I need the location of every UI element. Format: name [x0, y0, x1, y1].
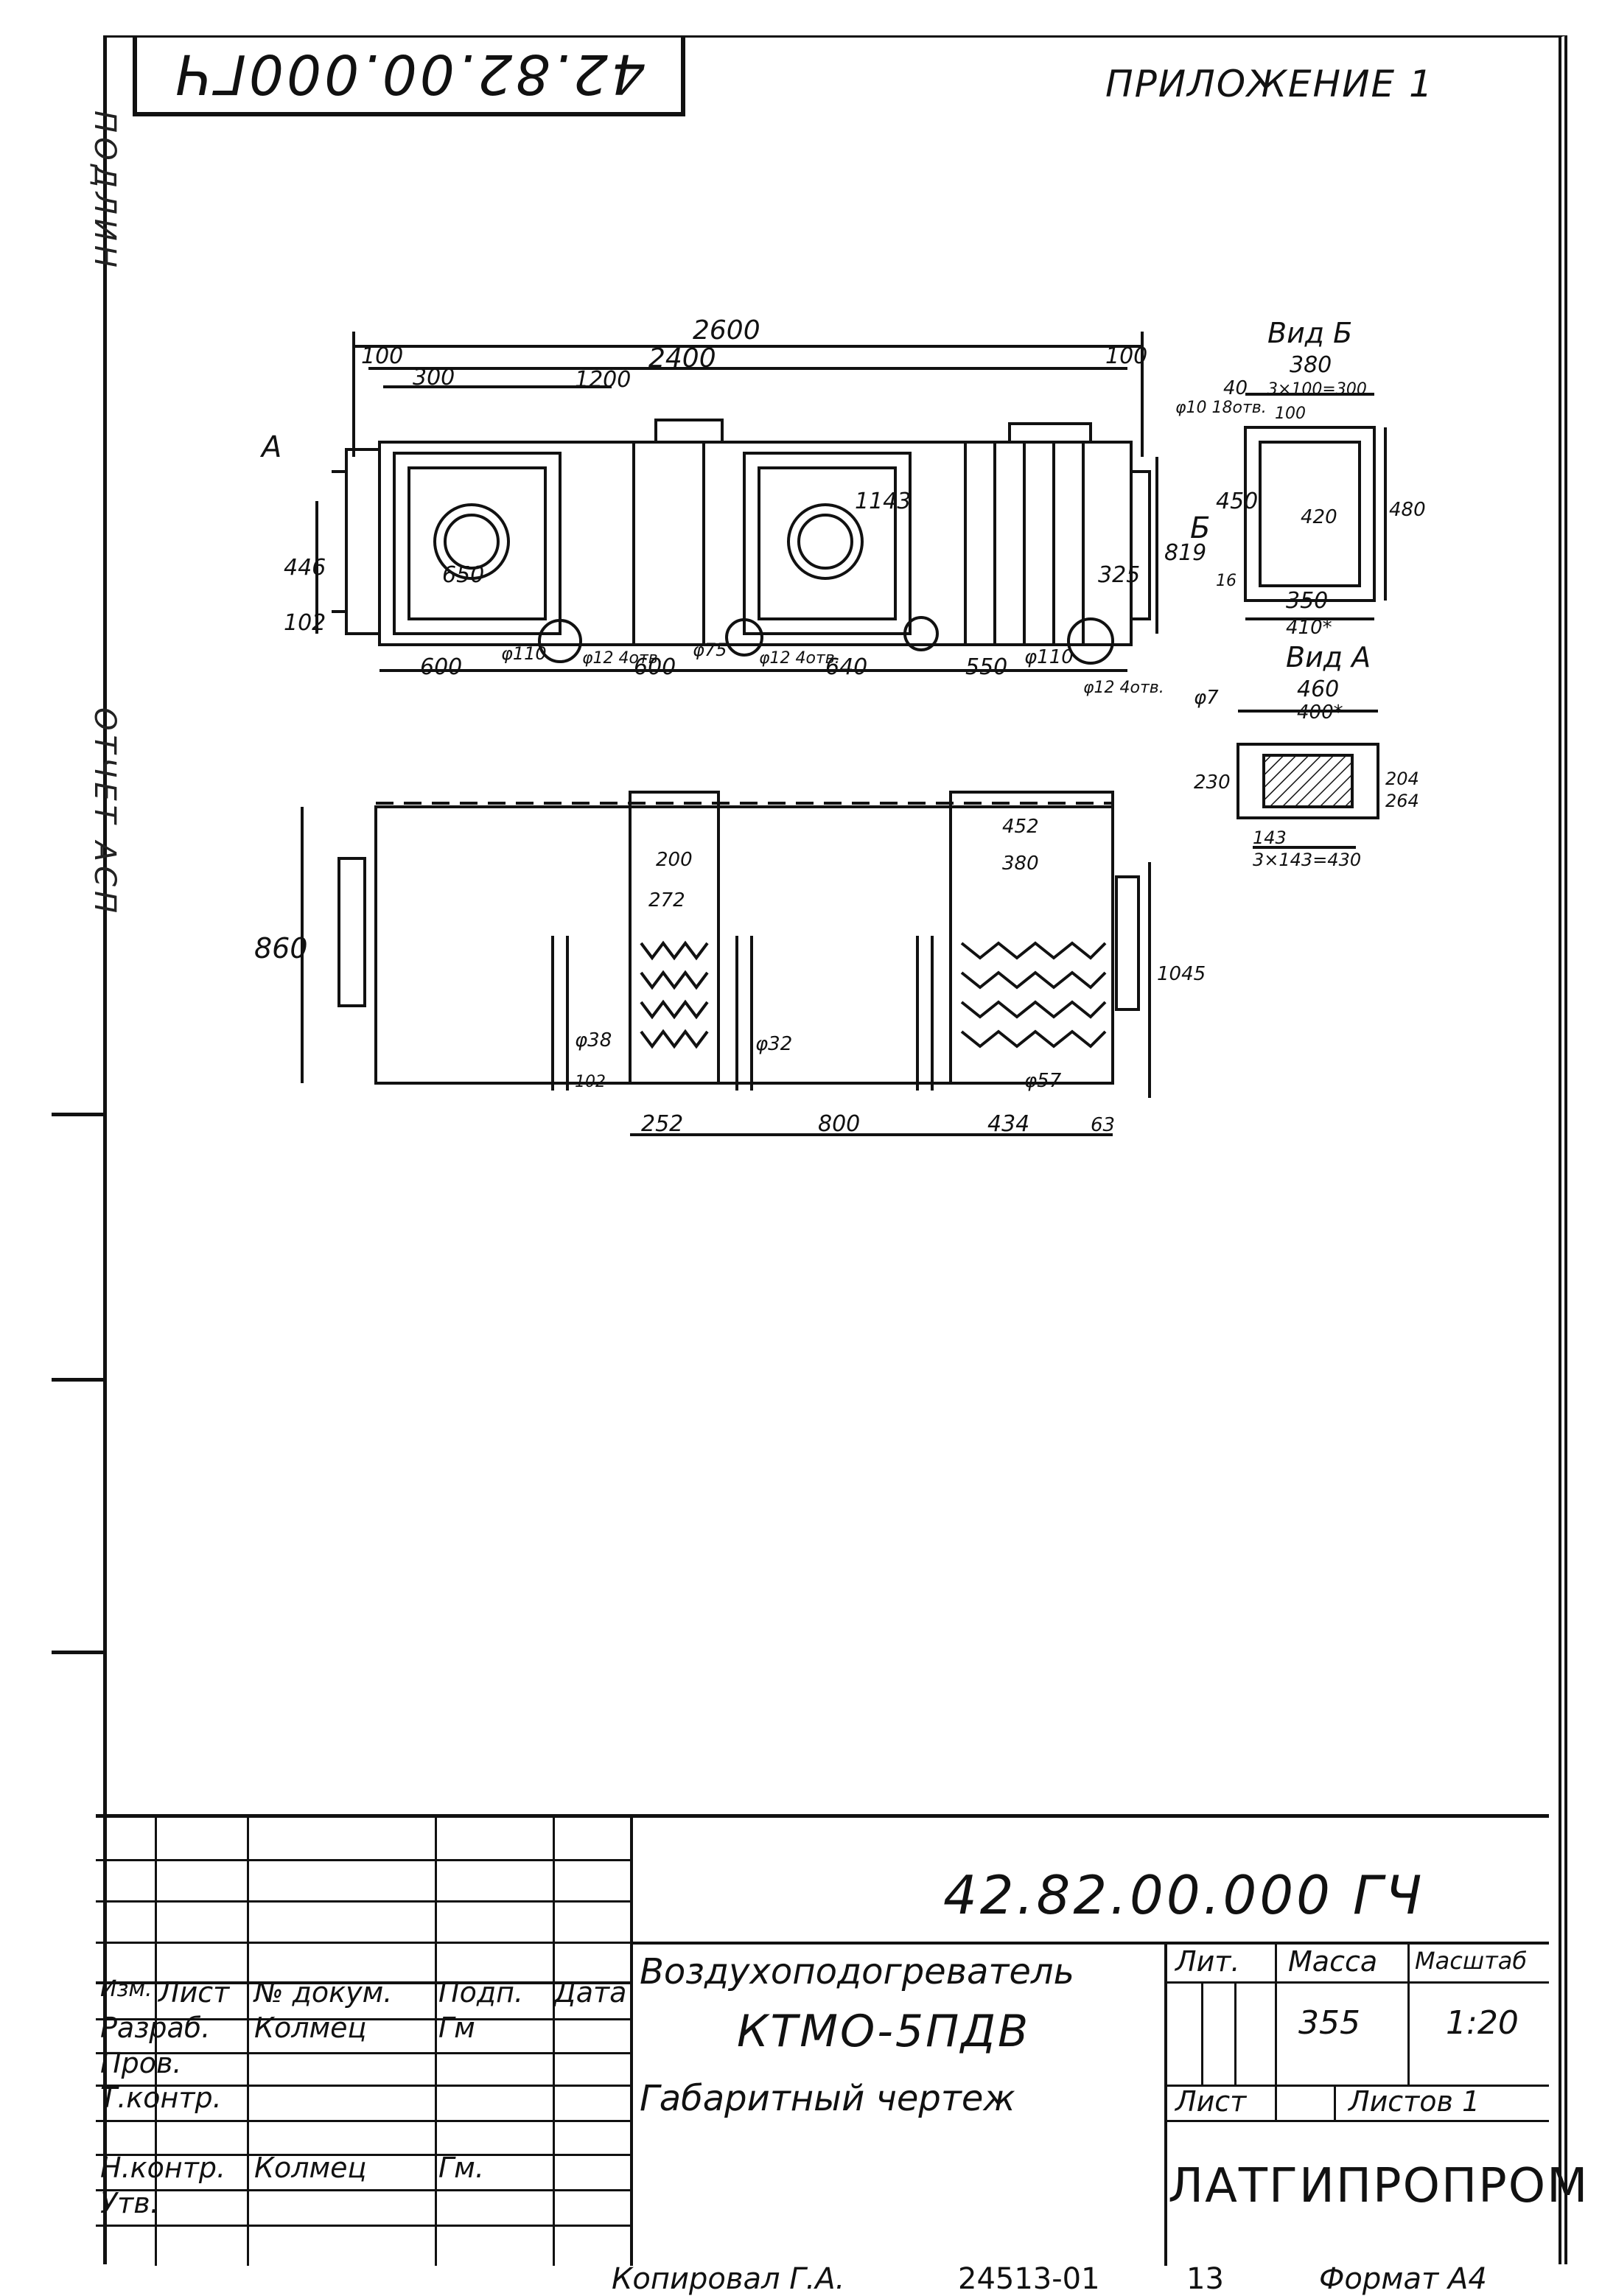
dim-text: 325 [1098, 562, 1140, 588]
row-name: Колмец [254, 2012, 367, 2044]
dim-text: 204 [1385, 769, 1419, 789]
dim-text: 200 [656, 849, 693, 871]
document-code: 42.82.00.000 ГЧ [943, 1864, 1425, 1926]
dim-text: 100 [1275, 405, 1306, 423]
scale-label: Масштаб [1415, 1947, 1528, 1975]
page-number: 13 [1186, 2262, 1224, 2296]
dim-text: 480 [1389, 499, 1426, 521]
dim-text: 460 [1297, 676, 1339, 702]
dim-text: φ57 [1024, 1070, 1062, 1092]
dim-text: 800 [818, 1111, 860, 1137]
header-doc: № докум. [254, 1976, 393, 2009]
row-role: Пров. [100, 2047, 182, 2079]
mass-value: 355 [1298, 2004, 1360, 2042]
dim-text: 300 [413, 365, 455, 391]
dim-text: 400* [1297, 701, 1343, 724]
row-role: Разраб. [100, 2012, 211, 2044]
drawing-frame [103, 35, 1567, 2264]
format-label: Формат А4 [1319, 2262, 1487, 2296]
copied-by: Копировал Г.А. [612, 2262, 845, 2296]
dim-text: 63 [1091, 1114, 1115, 1136]
dim-text: 272 [648, 889, 685, 911]
dim-text: 3×143=430 [1253, 850, 1361, 870]
dim-text: 452 [1002, 816, 1039, 838]
appendix-label: ПРИЛОЖЕНИЕ 1 [1105, 63, 1434, 105]
product-name-line1: Воздухоподогреватель [640, 1951, 1074, 1992]
dim-text: 640 [825, 654, 867, 680]
dim-text: φ110 [1024, 646, 1074, 668]
row-role: Н.контр. [100, 2152, 226, 2184]
dim-text: 143 [1253, 827, 1287, 848]
dim-text: 350 [1286, 588, 1328, 614]
sheets-label: Листов 1 [1349, 2085, 1480, 2118]
dim-text: 450 [1216, 489, 1258, 514]
view-b-title: Вид Б [1267, 317, 1352, 349]
product-name-line2: КТМО-5ПДВ [737, 2006, 1031, 2057]
dim-text: φ12 4отв. [1083, 679, 1164, 697]
dim-text: 2600 [693, 315, 760, 346]
dim-text: 2400 [648, 343, 716, 374]
dim-text: 252 [641, 1111, 683, 1137]
view-label-b: Б [1190, 511, 1210, 545]
lit-label: Лит. [1175, 1945, 1240, 1978]
header-sign: Подп. [438, 1976, 524, 2009]
dim-text: 100 [1105, 343, 1147, 369]
dim-text: 1045 [1157, 963, 1206, 985]
footer-number: 24513-01 [958, 2262, 1100, 2296]
dim-text: φ110 [501, 643, 547, 664]
product-name-line3: Габаритный чертеж [640, 2078, 1015, 2119]
dim-text: 446 [284, 555, 326, 581]
header-date: Дата [554, 1976, 627, 2009]
margin-tick [52, 1651, 103, 1654]
dim-text: 1200 [575, 367, 631, 393]
technical-drawing: 100 300 1200 2600 2400 100 А 446 102 650… [254, 315, 1426, 1137]
view-label-a: А [259, 430, 281, 464]
dim-text: 410* [1286, 617, 1332, 639]
dim-text: 550 [965, 654, 1007, 680]
dim-text: 860 [254, 932, 308, 965]
dim-text: φ38 [575, 1029, 612, 1051]
row-sign: Гм [438, 2012, 475, 2044]
dim-text: 819 [1164, 540, 1206, 566]
dim-text: 40 [1223, 377, 1248, 399]
view-a-title: Вид А [1286, 641, 1371, 673]
dim-text: 3×100=300 [1267, 380, 1367, 399]
margin-tick [52, 1378, 103, 1382]
header-izm: Изм. [100, 1976, 153, 2002]
dim-text: φ75 [693, 640, 727, 660]
title-block [96, 1814, 1549, 2266]
dim-text: 16 [1216, 572, 1237, 590]
dim-text: 230 [1194, 771, 1231, 794]
dim-text: 650 [442, 562, 484, 588]
organization-name: ЛАТГИПРОПРОМ [1168, 2159, 1589, 2213]
mass-label: Масса [1288, 1945, 1378, 1978]
header-list: Лист [158, 1976, 230, 2009]
dim-text: 380 [1290, 352, 1332, 378]
dim-text: φ10 18отв. [1175, 399, 1267, 417]
dim-text: 102 [575, 1073, 606, 1091]
row-role: Утв. [100, 2187, 159, 2219]
dim-text: 1143 [855, 489, 911, 514]
scale-value: 1:20 [1446, 2004, 1519, 2042]
row-sign: Гм. [438, 2152, 484, 2184]
dim-text: 600 [634, 654, 676, 680]
dim-text: φ12 4отв. [759, 649, 840, 668]
dim-text: 434 [987, 1111, 1029, 1137]
margin-tick [52, 1113, 103, 1116]
rotated-code-stamp: 42.82.00.000ГЧ [133, 35, 685, 116]
dim-text: 100 [361, 343, 403, 369]
dim-text: 600 [420, 654, 462, 680]
dim-text: φ12 4отв. [582, 649, 663, 668]
dim-text: φ32 [755, 1033, 792, 1055]
row-name: Колмец [254, 2152, 367, 2184]
dim-text: 420 [1301, 506, 1337, 528]
dim-text: 264 [1385, 791, 1419, 811]
dim-text: 380 [1002, 853, 1039, 875]
dim-text: φ7 [1194, 687, 1219, 709]
row-role: Т.контр. [100, 2082, 222, 2114]
dim-text: 102 [284, 610, 326, 636]
sheet-label: Лист [1175, 2085, 1247, 2118]
